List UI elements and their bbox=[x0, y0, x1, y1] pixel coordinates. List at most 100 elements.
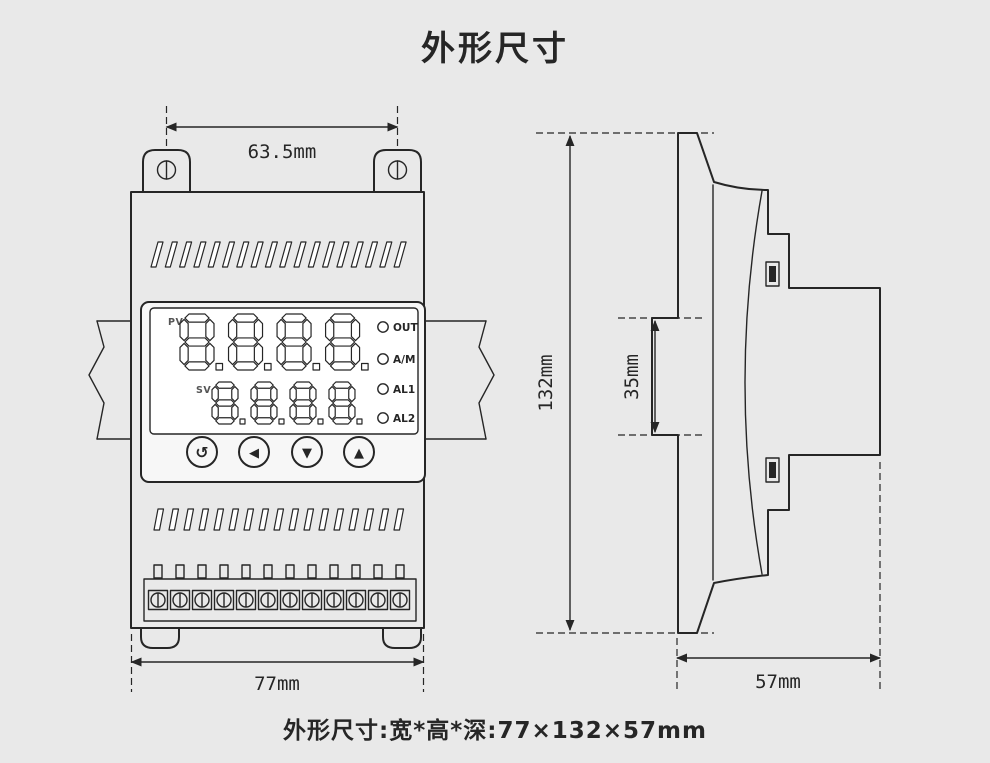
vent-slot bbox=[250, 241, 264, 268]
indicator-label-out: OUT bbox=[393, 322, 418, 334]
sv-label: SV bbox=[196, 385, 211, 396]
terminal-wire-slot bbox=[395, 564, 405, 579]
vent-slot bbox=[198, 508, 210, 531]
vent-slot bbox=[213, 508, 225, 531]
display-segment bbox=[254, 417, 274, 425]
display-segment bbox=[329, 361, 356, 371]
display-segment bbox=[332, 417, 352, 425]
front-view: PV SV OUT A/M AL1 AL2 ↺ bbox=[88, 106, 495, 695]
rail-break-right bbox=[478, 320, 495, 440]
display-segment bbox=[329, 337, 356, 347]
page-title: 外形尺寸 bbox=[421, 29, 569, 69]
side-profile bbox=[651, 132, 881, 634]
display-segment bbox=[309, 403, 317, 421]
terminal-screw-frame bbox=[345, 589, 367, 611]
terminal-screw-frame bbox=[169, 589, 191, 611]
display-segment bbox=[302, 342, 312, 366]
display-segment bbox=[293, 381, 313, 389]
display-segment bbox=[179, 342, 189, 366]
display-segment bbox=[254, 381, 274, 389]
vent-slot bbox=[350, 241, 364, 268]
set-button-ring bbox=[186, 436, 218, 468]
dim-top-width: 63.5mm bbox=[165, 106, 399, 163]
down-arrow-icon: ▼ bbox=[302, 446, 312, 461]
dim-top-width-label: 63.5mm bbox=[248, 141, 317, 163]
vent-slot bbox=[279, 241, 293, 268]
vent-slot bbox=[379, 241, 393, 268]
vent-slot bbox=[273, 508, 285, 531]
display-segment bbox=[293, 399, 313, 407]
vent-slot bbox=[322, 241, 336, 268]
foot-bottom-right bbox=[382, 627, 422, 649]
dim-rail-width: 35mm bbox=[618, 317, 702, 436]
vent-slot bbox=[378, 508, 390, 531]
display-segment bbox=[184, 313, 210, 323]
terminal-screw-frame bbox=[213, 589, 235, 611]
case-clip-upper bbox=[765, 261, 780, 287]
display-segment bbox=[309, 385, 317, 403]
display-segment bbox=[205, 318, 215, 342]
terminal-wire-slot bbox=[285, 564, 295, 579]
dim-rail-width-label: 35mm bbox=[621, 354, 643, 400]
vent-slot bbox=[336, 241, 350, 268]
indicator-led-al1 bbox=[377, 383, 389, 395]
up-button: ▲ bbox=[343, 436, 375, 468]
display-segment bbox=[348, 403, 356, 421]
terminal-screw-frame bbox=[367, 589, 389, 611]
vent-slot bbox=[348, 508, 360, 531]
terminal-screw-frame bbox=[389, 589, 411, 611]
display-segment bbox=[332, 399, 352, 407]
vent-slot bbox=[164, 241, 178, 268]
terminal-wire-slot bbox=[153, 564, 163, 579]
indicator-label-am: A/M bbox=[393, 354, 415, 366]
display-segment bbox=[332, 381, 352, 389]
vent-band-bottom bbox=[153, 508, 405, 531]
shift-left-icon: ◀ bbox=[249, 446, 259, 461]
vent-slot bbox=[207, 241, 221, 268]
shift-left-button: ◀ bbox=[238, 436, 270, 468]
vent-slot bbox=[264, 241, 278, 268]
display-decimal-point bbox=[312, 362, 321, 371]
indicator-al1: AL1 bbox=[377, 383, 415, 396]
vent-band-top bbox=[150, 241, 407, 268]
display-segment bbox=[253, 318, 264, 342]
foot-bottom-left bbox=[140, 627, 180, 649]
indicator-al2: AL2 bbox=[377, 412, 415, 425]
rail-break-left bbox=[88, 320, 105, 440]
vent-slot bbox=[333, 508, 345, 531]
display-segment bbox=[250, 403, 258, 421]
display-segment bbox=[289, 385, 297, 403]
indicator-led-out bbox=[377, 321, 389, 333]
display-segment bbox=[350, 342, 361, 366]
display-decimal-point bbox=[239, 418, 246, 425]
dim-height-label: 132mm bbox=[535, 354, 557, 411]
indicator-out: OUT bbox=[377, 321, 418, 334]
display-segment bbox=[211, 385, 219, 403]
display-segment bbox=[184, 361, 210, 371]
vent-slot bbox=[150, 241, 164, 268]
vent-slot bbox=[393, 241, 407, 268]
pv-display bbox=[179, 313, 369, 371]
display-segment bbox=[205, 342, 215, 366]
display-segment bbox=[215, 399, 235, 407]
indicator-am: A/M bbox=[377, 353, 415, 366]
vent-slot bbox=[364, 241, 379, 268]
display-segment bbox=[227, 342, 238, 366]
terminal-screw-frame bbox=[147, 589, 169, 611]
terminal-wire-slot bbox=[373, 564, 383, 579]
vent-slot bbox=[307, 241, 321, 268]
indicator-label-al2: AL2 bbox=[393, 413, 415, 425]
terminal-screw-frame bbox=[257, 589, 279, 611]
vent-slot bbox=[288, 508, 300, 531]
terminal-screw-frame bbox=[301, 589, 323, 611]
display-decimal-point bbox=[317, 418, 324, 425]
vent-slot bbox=[318, 508, 330, 531]
display-segment bbox=[329, 313, 356, 323]
terminal-wire-slot bbox=[241, 564, 251, 579]
display-segment bbox=[289, 403, 297, 421]
vent-slot bbox=[228, 508, 240, 531]
terminal-wire-slot bbox=[219, 564, 229, 579]
terminal-wire-slot bbox=[307, 564, 317, 579]
down-button: ▼ bbox=[291, 436, 323, 468]
